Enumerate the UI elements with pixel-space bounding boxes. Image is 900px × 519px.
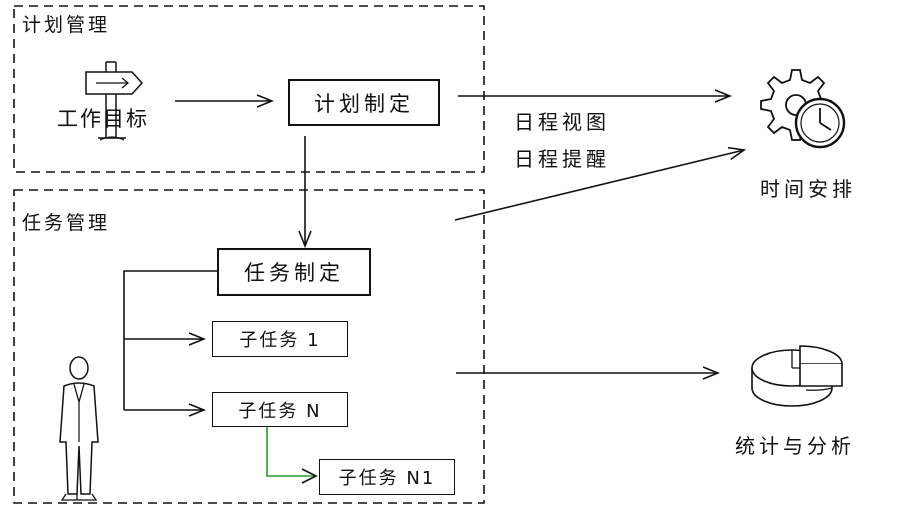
green-connector-head [301, 468, 318, 484]
subtask-n1-node: 子任务 N1 [319, 459, 455, 495]
green-connector [266, 427, 314, 477]
schedule-remind-label: 日程提醒 [514, 147, 610, 171]
subtask-n-node: 子任务 N [212, 392, 348, 427]
work-goal-label: 工作目标 [57, 107, 149, 131]
stats-analysis-label: 统计与分析 [735, 434, 855, 458]
task-group-title: 任务管理 [22, 212, 111, 234]
person-icon [59, 356, 99, 501]
plan-group-title: 计划管理 [22, 14, 111, 36]
pie-chart-icon [751, 345, 843, 407]
gear-clock-icon [760, 69, 846, 149]
plan-make-node: 计划制定 [288, 79, 440, 126]
plan-group-frame [13, 5, 485, 173]
subtask-1-node: 子任务 1 [212, 321, 348, 357]
arrow-task-to-time [454, 150, 744, 221]
time-arrangement-label: 时间安排 [760, 177, 856, 201]
subtask-bracket [123, 270, 218, 410]
signpost-icon [85, 61, 144, 141]
schedule-view-label: 日程视图 [514, 110, 610, 134]
task-make-node: 任务制定 [217, 248, 371, 296]
